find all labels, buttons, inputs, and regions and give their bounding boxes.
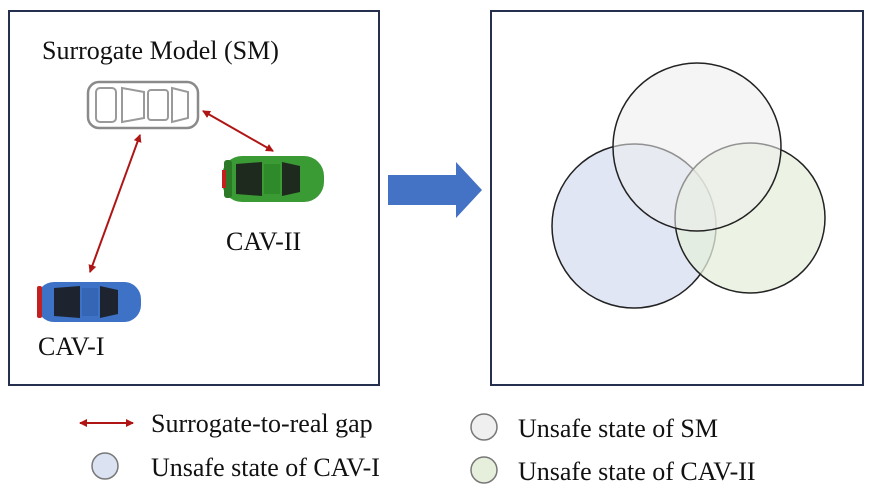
legend-gap-label: Surrogate-to-real gap xyxy=(151,409,373,438)
cav1-car-icon xyxy=(37,282,141,322)
legend-cav1-label: Unsafe state of CAV-I xyxy=(151,453,380,482)
legend-sm-label: Unsafe state of SM xyxy=(518,414,719,443)
legend-cav1-circle-icon xyxy=(91,452,119,480)
cav1-label: CAV-I xyxy=(38,332,105,361)
legend-cav2-circle-icon xyxy=(470,456,498,484)
cav2-label: CAV-II xyxy=(226,227,302,256)
sm-title: Surrogate Model (SM) xyxy=(42,36,279,65)
gap-arrow-sm-cav1 xyxy=(88,134,142,273)
sm-car-icon xyxy=(86,80,200,130)
legend-sm-circle-icon xyxy=(470,413,498,441)
cav2-car-icon xyxy=(222,156,324,202)
left-panel xyxy=(8,10,380,386)
legend-cav2-label: Unsafe state of CAV-II xyxy=(518,457,756,486)
sm-unsafe-circle xyxy=(612,62,782,232)
venn-diagram xyxy=(551,62,826,309)
flow-arrow-icon xyxy=(388,162,482,218)
gap-arrow-sm-cav2 xyxy=(202,110,274,152)
